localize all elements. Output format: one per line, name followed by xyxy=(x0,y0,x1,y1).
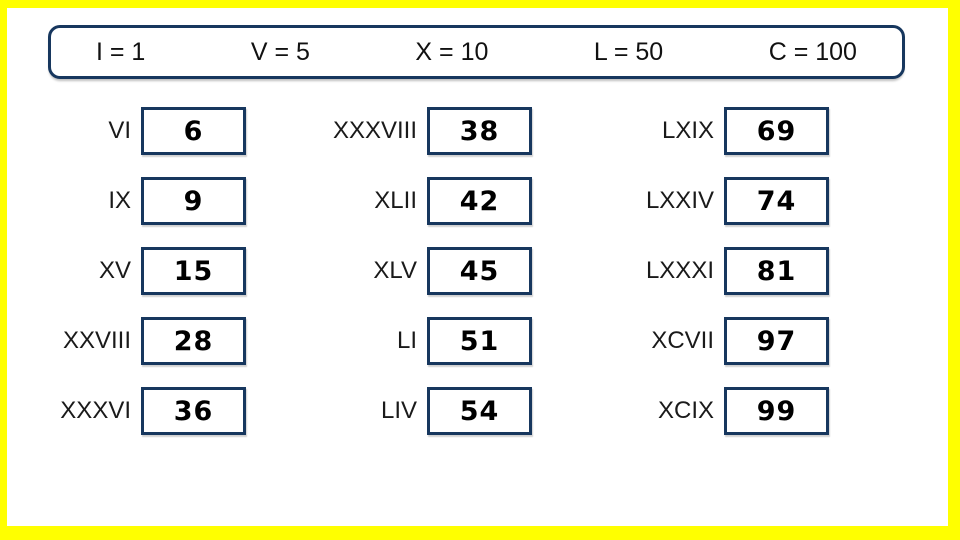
numeral-row: XLII 42 xyxy=(227,177,532,225)
answer-box: 69 xyxy=(724,107,829,155)
numeral-row: XXXVIII 38 xyxy=(227,107,532,155)
answer-box: 36 xyxy=(141,387,246,435)
numeral-row: LXXIV 74 xyxy=(527,177,829,225)
roman-numeral-label: XXXVIII xyxy=(332,117,417,144)
answer-box: 38 xyxy=(427,107,532,155)
answer-value: 45 xyxy=(459,255,500,287)
answer-box: 74 xyxy=(724,177,829,225)
roman-numeral-label: XXXVI xyxy=(60,397,131,424)
roman-numeral-label: XCIX xyxy=(657,397,714,424)
numeral-row: XV 15 xyxy=(7,247,246,295)
numeral-row: LI 51 xyxy=(227,317,532,365)
answer-box: 15 xyxy=(141,247,246,295)
answer-box: 54 xyxy=(427,387,532,435)
numeral-row: XCIX 99 xyxy=(527,387,829,435)
answer-box: 42 xyxy=(427,177,532,225)
answer-value: 54 xyxy=(459,395,500,427)
legend-item-c: C = 100 xyxy=(768,37,857,66)
roman-numeral-label: LIV xyxy=(380,397,417,424)
roman-numeral-label: XLII xyxy=(374,187,417,214)
answer-box: 81 xyxy=(724,247,829,295)
answer-box: 9 xyxy=(141,177,246,225)
worksheet-content: I = 1 V = 5 X = 10 L = 50 C = 100 VI 6 I… xyxy=(7,8,948,526)
answer-value: 38 xyxy=(459,115,500,147)
roman-numeral-label: XCVII xyxy=(651,327,714,354)
answer-value: 81 xyxy=(756,255,797,287)
roman-numeral-label: XLV xyxy=(373,257,417,284)
roman-numeral-label: LXXIV xyxy=(645,187,714,214)
numeral-row: XXVIII 28 xyxy=(7,317,246,365)
answer-box: 97 xyxy=(724,317,829,365)
answer-value: 28 xyxy=(173,325,214,357)
answer-value: 36 xyxy=(173,395,214,427)
roman-numeral-label: LXIX xyxy=(661,117,714,144)
numeral-row: XCVII 97 xyxy=(527,317,829,365)
numeral-row: LXIX 69 xyxy=(527,107,829,155)
numeral-column-3: LXIX 69 LXXIV 74 LXXXI 81 XCVII 97 XCIX xyxy=(527,107,829,457)
roman-numeral-label: LI xyxy=(396,327,417,354)
roman-numeral-label: XV xyxy=(98,257,131,284)
answer-value: 69 xyxy=(756,115,797,147)
numeral-column-2: XXXVIII 38 XLII 42 XLV 45 LI 51 LIV xyxy=(227,107,532,457)
numeral-row: VI 6 xyxy=(7,107,246,155)
roman-numeral-label: IX xyxy=(108,187,131,214)
numeral-row: LIV 54 xyxy=(227,387,532,435)
answer-value: 9 xyxy=(183,185,204,217)
numeral-row: XXXVI 36 xyxy=(7,387,246,435)
numeral-row: LXXXI 81 xyxy=(527,247,829,295)
numeral-row: IX 9 xyxy=(7,177,246,225)
legend-item-l: L = 50 xyxy=(593,37,664,66)
answer-box: 28 xyxy=(141,317,246,365)
answer-box: 99 xyxy=(724,387,829,435)
answer-value: 74 xyxy=(756,185,797,217)
legend-item-i: I = 1 xyxy=(96,37,146,66)
answer-value: 97 xyxy=(756,325,797,357)
numeral-row: XLV 45 xyxy=(227,247,532,295)
answer-box: 45 xyxy=(427,247,532,295)
legend-box: I = 1 V = 5 X = 10 L = 50 C = 100 xyxy=(48,25,905,79)
answer-box: 6 xyxy=(141,107,246,155)
answer-value: 51 xyxy=(459,325,500,357)
roman-numeral-label: VI xyxy=(108,117,131,144)
answer-value: 6 xyxy=(183,115,204,147)
answer-value: 15 xyxy=(173,255,214,287)
answer-box: 51 xyxy=(427,317,532,365)
roman-numeral-label: LXXXI xyxy=(645,257,714,284)
answer-value: 42 xyxy=(459,185,500,217)
roman-numeral-label: XXVIII xyxy=(62,327,131,354)
numeral-column-1: VI 6 IX 9 XV 15 XXVIII 28 XXXVI 3 xyxy=(7,107,246,457)
legend-item-x: X = 10 xyxy=(415,37,489,66)
legend-item-v: V = 5 xyxy=(250,37,310,66)
answer-value: 99 xyxy=(756,395,797,427)
